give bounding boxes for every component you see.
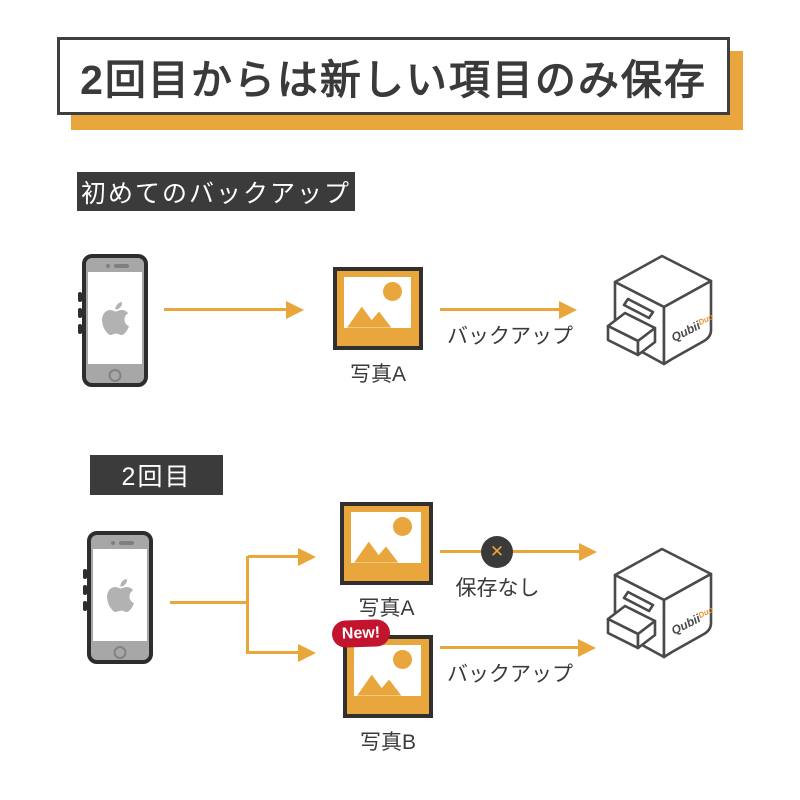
mountains-icon (357, 675, 402, 696)
page-title: 2回目からは新しい項目のみ保存 (80, 57, 707, 103)
sun-icon (393, 650, 412, 669)
phone-speaker-bar (114, 264, 129, 268)
branch-stem-line (170, 601, 248, 604)
apple-logo-icon (106, 578, 134, 612)
backup-arrow-icon (440, 638, 596, 657)
sun-icon (383, 282, 402, 301)
phone-camera-dot (106, 264, 110, 268)
phone-side-button (83, 585, 87, 595)
phone-speaker-bar (119, 541, 134, 545)
phone-side-button (83, 569, 87, 579)
section-header-first-backup: 初めてのバックアップ (77, 172, 355, 211)
phone-screen (93, 549, 147, 641)
backup-arrow-label: バックアップ (447, 663, 573, 686)
mountains-icon (354, 542, 399, 563)
new-badge: New! (331, 618, 391, 649)
qubii-device-icon: QubiiDuo (606, 252, 717, 367)
section-header-label: 2回目 (121, 463, 192, 491)
phone-screen (88, 272, 142, 364)
iphone-icon (83, 531, 153, 664)
qubii-device-icon: QubiiDuo (606, 545, 717, 660)
backup-arrow-label: バックアップ (447, 325, 573, 348)
section-header-second-time: 2回目 (90, 455, 223, 495)
phone-home-button (108, 369, 122, 382)
branch-arrow-bottom-icon (248, 643, 316, 662)
apple-logo-icon (101, 301, 129, 335)
photo-a-icon (340, 502, 433, 585)
sun-icon (393, 517, 412, 536)
phone-side-button (78, 324, 82, 334)
x-icon: ✕ (481, 536, 513, 568)
photo-a-icon (333, 267, 423, 350)
phone-home-button (113, 646, 127, 659)
section-header-label: 初めてのバックアップ (80, 179, 351, 208)
title-banner: 2回目からは新しい項目のみ保存 (57, 37, 730, 115)
phone-camera-dot (111, 541, 115, 545)
photo-frame (351, 512, 421, 563)
photo-a-caption: 写真A (349, 363, 406, 386)
branch-arrow-top-icon (248, 547, 316, 566)
phone-side-button (83, 601, 87, 611)
iphone-icon (78, 254, 148, 387)
photo-a-caption: 写真A (358, 597, 415, 620)
photo-b-caption: 写真B (359, 731, 416, 754)
photo-frame (354, 645, 421, 696)
photo-frame (344, 277, 411, 328)
phone-side-button (78, 292, 82, 302)
flow-arrow-icon (164, 300, 304, 319)
phone-side-button (78, 308, 82, 318)
no-save-label: 保存なし (455, 577, 540, 600)
backup-arrow-icon (440, 300, 577, 319)
branch-vertical-line (246, 556, 249, 654)
mountains-icon (347, 307, 392, 328)
photo-b-icon (343, 635, 433, 718)
